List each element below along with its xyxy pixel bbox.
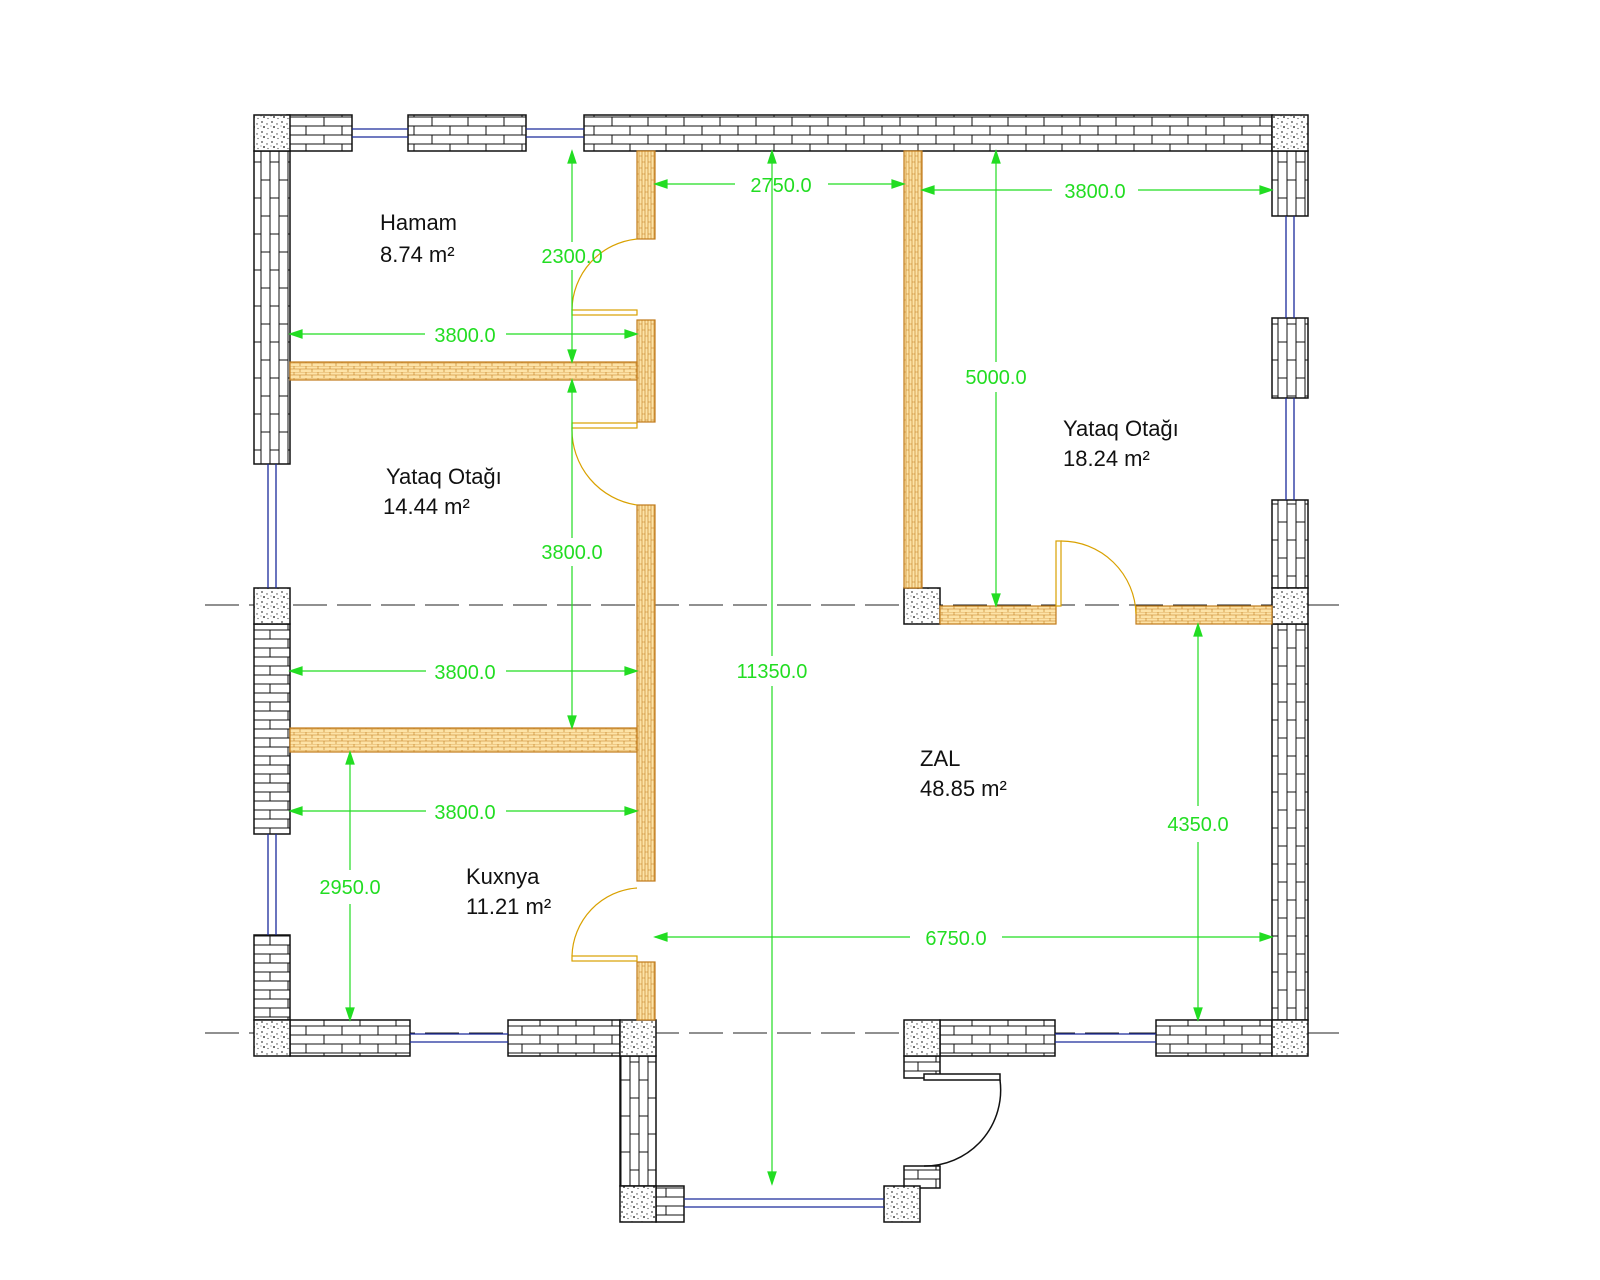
door-bedroom-left: [571, 422, 638, 506]
dimension-label: 6750.0: [925, 928, 986, 950]
dimension-line-3800-hamam: [288, 329, 639, 339]
room-name-hall: ZAL: [920, 746, 960, 771]
outer-wall-segment: [253, 623, 291, 835]
column: [253, 587, 291, 625]
outer-wall-segment: [903, 1165, 941, 1189]
dimension-label: 2750.0: [750, 175, 811, 197]
inner-wall: [903, 150, 923, 589]
inner-wall: [289, 361, 638, 381]
dimension-label: 4350.0: [1167, 814, 1228, 836]
outer-wall-segment: [1271, 317, 1309, 399]
outer-wall-segment: [1271, 150, 1309, 217]
inner-wall: [289, 727, 638, 753]
window: [526, 128, 584, 138]
dimension-label: 2300.0: [541, 246, 602, 268]
room-area-bedroom-left: 14.44 m²: [383, 494, 470, 519]
windows: [267, 128, 1295, 1208]
door-bedroom-right: [1055, 540, 1137, 615]
window: [352, 128, 408, 138]
window: [1285, 398, 1295, 500]
outer-wall-segment: [1271, 623, 1309, 1021]
outer-wall-segment: [507, 1019, 621, 1057]
outer-wall-segment: [619, 1055, 657, 1187]
entrance-door: [923, 1073, 1002, 1167]
dimension-line-11350: [767, 149, 777, 1186]
outer-wall-segment: [407, 114, 527, 152]
room-area-hall: 48.85 m²: [920, 776, 1007, 801]
inner-wall: [1135, 605, 1273, 625]
room-area-hamam: 8.74 m²: [380, 242, 455, 267]
column: [253, 114, 291, 152]
column: [903, 587, 941, 625]
outer-wall-segment: [289, 1019, 411, 1057]
inner-wall: [939, 605, 1057, 625]
inner-doors: [571, 238, 1137, 962]
inner-wall: [636, 150, 656, 240]
dimension-label: 11350.0: [737, 661, 808, 683]
dimension-line-2750: [653, 179, 906, 189]
dimension-label: 2950.0: [319, 877, 380, 899]
outer-wall-segment: [253, 150, 291, 465]
room-name-kitchen: Kuxnya: [466, 864, 540, 889]
dimension-line-4350: [1193, 622, 1203, 1022]
columns: [253, 114, 1309, 1223]
dimension-label: 3800.0: [434, 325, 495, 347]
dimension-line-3800-vertical: [567, 378, 577, 730]
outer-walls: [253, 114, 1309, 1223]
inner-wall: [636, 961, 656, 1021]
outer-wall-segment: [253, 934, 291, 1021]
inner-wall: [636, 319, 656, 423]
room-name-bedroom-left: Yataq Otağı: [386, 464, 502, 489]
dimension-line-5000: [991, 149, 1001, 608]
dimension-label: 3800.0: [541, 542, 602, 564]
outer-wall-segment: [286, 114, 353, 152]
outer-wall-segment: [1155, 1019, 1273, 1057]
room-name-bedroom-right: Yataq Otağı: [1063, 416, 1179, 441]
dimension-labels: 2750.0 3800.0 2300.0 3800.0 5000.0 3800.…: [319, 175, 1228, 950]
window: [267, 464, 277, 588]
dimension-line-6750: [653, 932, 1274, 942]
window: [1055, 1033, 1156, 1043]
column: [903, 1019, 941, 1057]
outer-wall-segment: [655, 1185, 685, 1223]
outer-wall-segment: [583, 114, 1273, 152]
window: [267, 834, 277, 935]
window: [1285, 216, 1295, 318]
dimension-label: 5000.0: [965, 367, 1026, 389]
room-area-kitchen: 11.21 m²: [466, 894, 551, 919]
window: [410, 1033, 508, 1043]
dimension-label: 3800.0: [434, 662, 495, 684]
column: [253, 1019, 291, 1057]
dimension-label: 3800.0: [434, 802, 495, 824]
column: [1271, 1019, 1309, 1057]
room-name-hamam: Hamam: [380, 210, 457, 235]
inner-wall: [636, 504, 656, 882]
room-area-bedroom-right: 18.24 m²: [1063, 446, 1150, 471]
dimension-line-3800-mid: [288, 666, 639, 676]
entrance-door-leaf: [923, 1073, 1001, 1081]
door-kitchen: [571, 887, 638, 962]
dimension-lines: [288, 149, 1274, 1186]
dimension-line-2950: [345, 750, 355, 1022]
inner-walls: [289, 150, 1273, 1021]
dimension-line-3800-top-right: [920, 185, 1274, 195]
outer-wall-segment: [1271, 499, 1309, 589]
column: [1271, 587, 1309, 625]
dimension-label: 3800.0: [1064, 181, 1125, 203]
room-labels: Hamam 8.74 m² Yataq Otağı 14.44 m² Kuxny…: [380, 210, 1179, 919]
column: [619, 1185, 657, 1223]
dimension-line-2300: [567, 149, 577, 364]
entrance-door-swing: [923, 1079, 1002, 1167]
window: [684, 1198, 884, 1208]
column: [883, 1185, 921, 1223]
dimension-line-3800-kitchen: [288, 806, 639, 816]
outer-wall-segment: [939, 1019, 1056, 1057]
column: [1271, 114, 1309, 152]
column: [619, 1019, 657, 1057]
